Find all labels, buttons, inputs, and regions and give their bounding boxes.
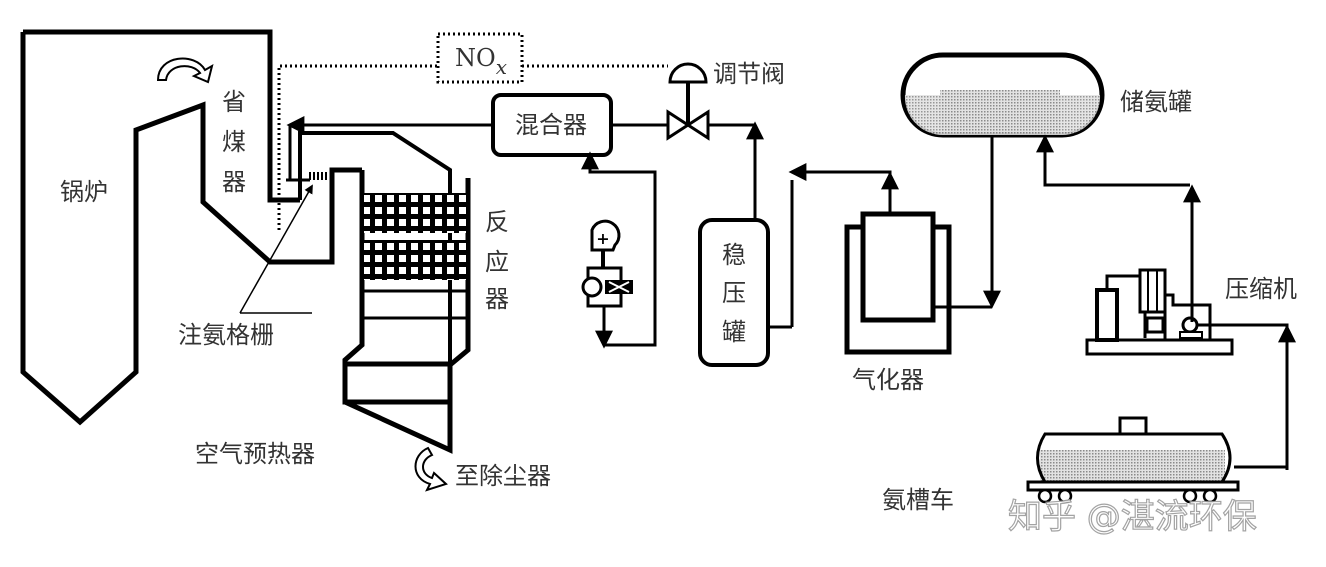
svg-text:+: + — [596, 229, 609, 248]
vaporizer — [844, 171, 992, 355]
label-surge-tank-1: 稳 — [722, 241, 746, 269]
label-reactor-3: 器 — [485, 285, 509, 313]
surge-tank — [698, 218, 770, 367]
catalyst-layer-2 — [364, 240, 468, 280]
fan-icon — [590, 219, 621, 252]
label-to-dust-collector: 至除尘器 — [455, 462, 551, 490]
label-surge-tank-3: 罐 — [722, 318, 746, 346]
ammonia-injection-nozzles — [309, 172, 327, 180]
exhaust-arrow-icon — [414, 446, 448, 492]
flue-flow-arrow-icon — [156, 57, 214, 84]
ammonia-tanker — [1026, 416, 1287, 504]
label-ammonia-tanker: 氨槽车 — [882, 486, 954, 514]
boiler — [20, 29, 362, 426]
watermark: 知乎 @湛流环保 — [1008, 497, 1257, 537]
label-economizer-3: 器 — [222, 168, 246, 196]
label-control-valve: 调节阀 — [713, 60, 785, 88]
air-preheater — [342, 361, 453, 454]
label-reactor-2: 应 — [485, 248, 509, 276]
ammonia-storage-tank — [900, 52, 1190, 309]
compressor — [1085, 184, 1289, 356]
label-vaporizer: 气化器 — [852, 366, 924, 394]
label-reactor-1: 反 — [485, 208, 509, 236]
valve-actuator-icon — [668, 62, 708, 84]
label-nox: NOx — [455, 44, 507, 79]
label-economizer-1: 省 — [222, 88, 246, 116]
catalyst-layer-1 — [364, 193, 468, 233]
dilution-fan: + — [581, 151, 657, 349]
label-economizer-2: 煤 — [222, 128, 246, 156]
label-ammonia-injection-grid: 注氨格栅 — [178, 321, 274, 349]
label-compressor: 压缩机 — [1225, 275, 1297, 303]
nox-signal-line — [277, 32, 668, 230]
label-ammonia-storage-tank: 储氨罐 — [1120, 88, 1192, 116]
label-boiler: 锅炉 — [60, 178, 108, 206]
label-mixer: 混合器 — [515, 111, 587, 139]
label-air-preheater: 空气预热器 — [195, 440, 315, 468]
control-valve — [611, 62, 755, 141]
injection-grid-leader — [239, 184, 313, 314]
reactor — [342, 170, 471, 405]
label-surge-tank-2: 压 — [722, 279, 746, 307]
